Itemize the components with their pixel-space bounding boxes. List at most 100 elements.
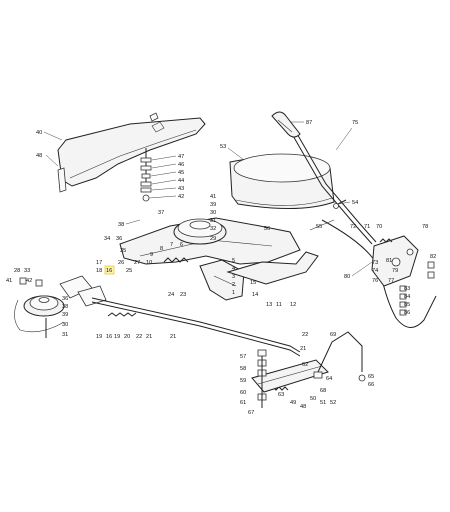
callout-62: 62 xyxy=(302,362,308,368)
callout-37: 37 xyxy=(158,210,164,216)
callout-76: 76 xyxy=(372,278,378,284)
callout-14: 14 xyxy=(252,292,258,298)
callout-58: 58 xyxy=(240,366,246,372)
callout-84: 84 xyxy=(404,294,410,300)
callout-22b: 22 xyxy=(302,332,308,338)
callout-2: 2 xyxy=(232,282,235,288)
callout-87: 87 xyxy=(306,120,312,126)
callout-23: 23 xyxy=(180,292,186,298)
lower-pulley xyxy=(14,295,65,333)
callout-57: 57 xyxy=(240,354,246,360)
control-cable xyxy=(309,219,437,328)
callout-80: 80 xyxy=(344,274,350,280)
callout-54: 54 xyxy=(352,200,358,206)
callout-40: 40 xyxy=(36,130,42,136)
callout-7: 7 xyxy=(170,242,173,248)
callout-44: 44 xyxy=(178,178,184,184)
left-bracket xyxy=(19,275,107,338)
callout-75: 75 xyxy=(352,120,358,126)
callout-41: 41 xyxy=(210,194,216,200)
callout-18: 18 xyxy=(96,268,102,274)
bent-rod xyxy=(313,331,366,382)
callout-17: 17 xyxy=(96,260,102,266)
callout-33: 33 xyxy=(24,268,30,274)
bolt-stack xyxy=(140,112,159,202)
callout-74: 74 xyxy=(372,268,378,274)
callout-29: 29 xyxy=(210,236,216,242)
callout-6: 6 xyxy=(180,242,183,248)
callout-77: 77 xyxy=(388,278,394,284)
callout-30: 30 xyxy=(210,210,216,216)
callout-42b: 42 xyxy=(26,278,32,284)
callout-39: 39 xyxy=(210,202,216,208)
callout-52: 52 xyxy=(330,400,336,406)
callout-50: 50 xyxy=(310,396,316,402)
callout-68: 68 xyxy=(320,388,326,394)
callout-24: 24 xyxy=(168,292,174,298)
callout-86: 86 xyxy=(404,310,410,316)
callout-19: 19 xyxy=(96,334,102,340)
callout-61: 61 xyxy=(240,400,246,406)
callout-73: 73 xyxy=(372,260,378,266)
callout-38b: 38 xyxy=(62,304,68,310)
callout-36: 36 xyxy=(116,236,122,242)
callout-26: 26 xyxy=(118,260,124,266)
callout-60: 60 xyxy=(240,390,246,396)
callout-43: 43 xyxy=(178,186,184,192)
belt-guard-cover xyxy=(57,117,206,193)
callout-27: 27 xyxy=(134,260,140,266)
fastener xyxy=(333,199,347,209)
callout-31b: 31 xyxy=(62,332,68,338)
callout-56: 56 xyxy=(264,226,270,232)
callout-38: 38 xyxy=(118,222,124,228)
callout-41b: 41 xyxy=(6,278,12,284)
callout-69: 69 xyxy=(330,332,336,338)
callout-47: 47 xyxy=(178,154,184,160)
callout-21c: 21 xyxy=(300,346,306,352)
callout-81: 81 xyxy=(386,258,392,264)
callout-48b: 48 xyxy=(300,404,306,410)
callout-72: 72 xyxy=(350,224,356,230)
callout-79: 79 xyxy=(392,268,398,274)
callout-9: 9 xyxy=(150,252,153,258)
callout-39b: 39 xyxy=(62,312,68,318)
callout-1: 1 xyxy=(232,290,235,296)
callout-12: 12 xyxy=(290,302,296,308)
callout-22: 22 xyxy=(136,334,142,340)
lower-arm xyxy=(199,251,319,301)
control-lever xyxy=(271,111,377,245)
pedal-assembly xyxy=(371,235,435,316)
callout-21b: 21 xyxy=(146,334,152,340)
engine-shroud xyxy=(229,153,335,209)
callout-59: 59 xyxy=(240,378,246,384)
main-rod xyxy=(91,297,301,357)
callout-19b: 19 xyxy=(114,334,120,340)
callout-8: 8 xyxy=(160,246,163,252)
callout-layer: 40 48 47 46 45 44 43 42 53 87 75 41 39 3… xyxy=(6,120,436,416)
callout-35: 35 xyxy=(120,248,126,254)
callout-48: 48 xyxy=(36,153,42,159)
callout-82: 82 xyxy=(430,254,436,260)
callout-45: 45 xyxy=(178,170,184,176)
callout-32: 32 xyxy=(210,226,216,232)
callout-66: 66 xyxy=(368,382,374,388)
callout-63: 63 xyxy=(278,392,284,398)
callout-36b: 36 xyxy=(62,296,68,302)
callout-30b: 30 xyxy=(62,322,68,328)
callout-31: 31 xyxy=(210,218,216,224)
callout-21: 21 xyxy=(170,334,176,340)
callout-64: 64 xyxy=(326,376,332,382)
callout-65: 65 xyxy=(368,374,374,380)
callout-71: 71 xyxy=(364,224,370,230)
callout-16: 16 xyxy=(106,268,112,274)
callout-53: 53 xyxy=(220,144,226,150)
callout-20: 20 xyxy=(124,334,130,340)
callout-15: 15 xyxy=(250,280,256,286)
callout-13: 13 xyxy=(266,302,272,308)
callout-34: 34 xyxy=(104,236,110,242)
callout-42: 42 xyxy=(178,194,184,200)
callout-55: 55 xyxy=(316,224,322,230)
callout-10: 10 xyxy=(146,260,152,266)
callout-78: 78 xyxy=(422,224,428,230)
